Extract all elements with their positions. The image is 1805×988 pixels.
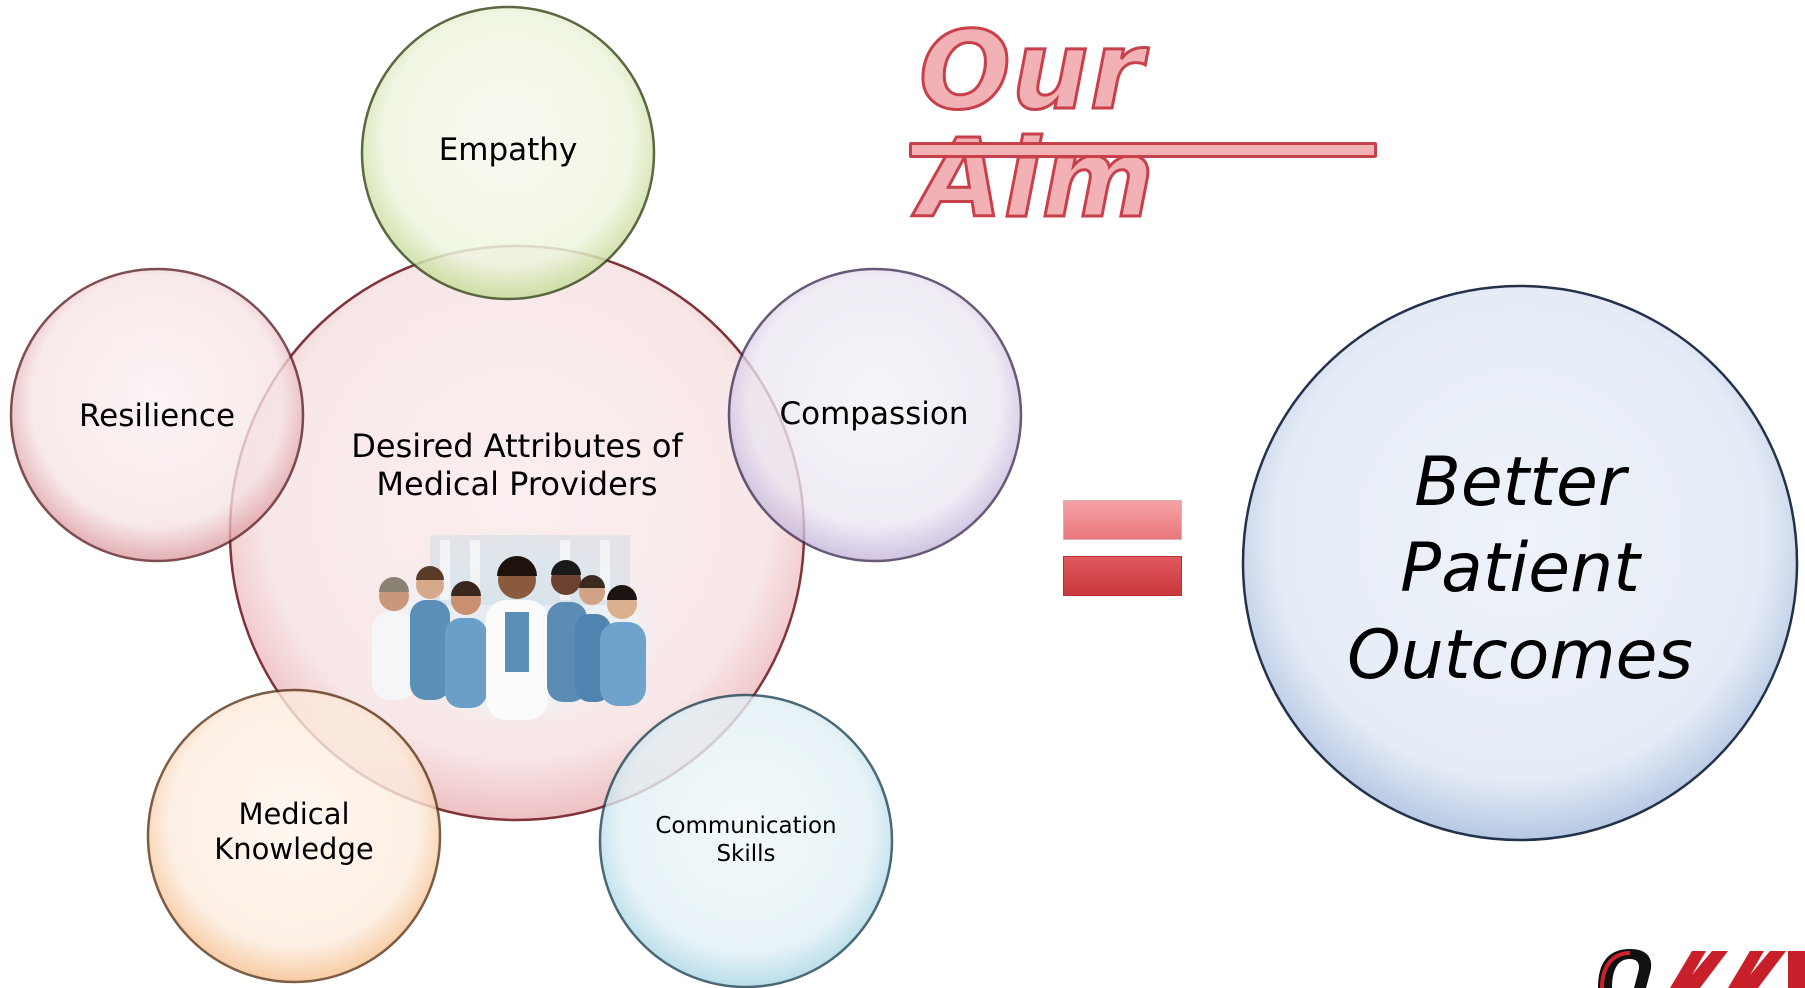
- result-circle: [1241, 284, 1799, 842]
- empathy-label: Empathy: [438, 132, 578, 168]
- result-line3: Outcomes: [1347, 615, 1693, 695]
- university-logo: [1598, 949, 1805, 988]
- resilience-circle: [9, 267, 305, 563]
- medical-knowledge-line2: Knowledge: [214, 831, 374, 866]
- center-label-line2: Medical Providers: [376, 465, 658, 504]
- communication-circle: [598, 693, 894, 988]
- result-label: Better Patient Outcomes: [1320, 440, 1720, 699]
- medical-knowledge-label: Medical Knowledge: [194, 797, 394, 867]
- communication-line1: Communication: [655, 813, 837, 839]
- title-underline: [909, 142, 1377, 158]
- center-label-line1: Desired Attributes of: [351, 427, 683, 465]
- medical-knowledge-circle: [146, 688, 442, 984]
- equals-bar-top: [1063, 500, 1182, 540]
- empathy-circle: [360, 5, 656, 301]
- result-line1: Better: [1414, 443, 1626, 522]
- medical-knowledge-line1: Medical: [238, 797, 350, 831]
- result-line2: Patient: [1400, 529, 1640, 609]
- medical-team-photo: [360, 525, 680, 735]
- compassion-label: Compassion: [779, 396, 969, 432]
- equals-bar-bottom: [1063, 556, 1182, 596]
- page-title: Our Aim: [905, 16, 1380, 235]
- center-label: Desired Attributes of Medical Providers: [317, 427, 717, 504]
- resilience-label: Resilience: [78, 398, 236, 434]
- communication-label: Communication Skills: [636, 813, 856, 868]
- compassion-circle: [727, 267, 1023, 563]
- communication-line2: Skills: [716, 840, 776, 867]
